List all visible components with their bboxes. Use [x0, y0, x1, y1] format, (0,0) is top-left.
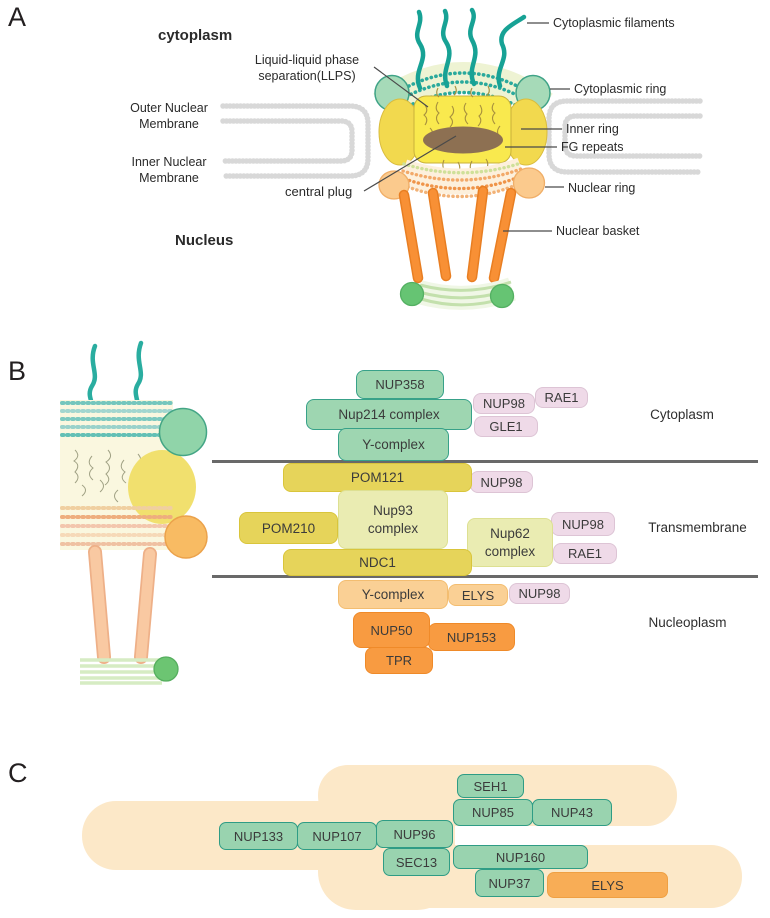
box-nup98-nucleo: NUP98	[509, 583, 570, 604]
mini-yellow-bulge	[128, 450, 196, 524]
nuclear-membrane-left	[220, 103, 371, 179]
label-inner-nuclear-membrane: Inner Nuclear Membrane	[131, 155, 207, 185]
region-label-transmembrane: Transmembrane	[648, 520, 747, 535]
box-nup153: NUP153	[428, 623, 515, 651]
mini-green-ring	[158, 407, 208, 457]
box-nup85: NUP85	[453, 799, 533, 826]
label-cytoplasm: cytoplasm	[158, 27, 233, 44]
box-nup160: NUP160	[453, 845, 588, 869]
npc-illustration	[220, 7, 703, 310]
box-pom210: POM210	[239, 512, 338, 544]
box-nup37: NUP37	[475, 869, 544, 897]
box-nup43: NUP43	[532, 799, 612, 826]
cytoplasmic-filaments-graphic	[414, 7, 527, 91]
label-outer-nuclear-membrane: Outer Nuclear Membrane	[130, 101, 208, 131]
mini-distal-ring	[80, 658, 162, 685]
mini-squiggles	[73, 449, 142, 503]
label-llps: Liquid-liquid phase separation(LLPS)	[254, 53, 360, 83]
npc-mini-illustration	[60, 340, 208, 685]
box-nup93-complex: Nup93 complex	[338, 490, 448, 549]
box-tpr: TPR	[365, 647, 433, 674]
distal-ring-graphic	[399, 277, 516, 310]
mini-distal-green	[153, 656, 179, 682]
box-y-complex-nucleo: Y-complex	[338, 580, 448, 609]
box-nup358: NUP358	[356, 370, 444, 399]
label-nuclear-ring: Nuclear ring	[568, 181, 636, 195]
pointer-lines	[363, 22, 570, 232]
nuclear-membrane-right	[546, 98, 703, 175]
nuclear-basket-rods	[398, 185, 517, 284]
box-seh1: SEH1	[457, 774, 524, 798]
central-plug-graphic	[423, 126, 503, 154]
box-nup98-cyto: NUP98	[473, 393, 535, 414]
divider-line-bottom	[212, 575, 758, 578]
box-nup133: NUP133	[219, 822, 298, 850]
label-cytoplasmic-ring: Cytoplasmic ring	[574, 82, 667, 96]
box-elys-b: ELYS	[448, 584, 508, 606]
label-nuclear-basket: Nuclear basket	[556, 224, 640, 238]
box-nup214-complex: Nup214 complex	[306, 399, 472, 430]
box-nup62-complex: Nup62 complex	[467, 518, 553, 567]
fg-repeats-squiggles	[423, 85, 501, 175]
panel-a-letter: A	[8, 2, 27, 32]
box-rae1-nup62: RAE1	[553, 543, 617, 564]
mini-filaments	[87, 340, 144, 413]
region-label-nucleoplasm: Nucleoplasm	[648, 615, 727, 630]
label-nucleus: Nucleus	[175, 232, 234, 249]
box-y-complex-cyto: Y-complex	[338, 428, 449, 461]
label-inner-ring: Inner ring	[566, 122, 619, 136]
box-nup96: NUP96	[376, 820, 453, 848]
box-ndc1: NDC1	[283, 549, 472, 576]
box-nup98-pom121: NUP98	[470, 471, 533, 493]
mini-bottom-stripes	[60, 506, 173, 546]
panel-c-letter: C	[8, 758, 28, 788]
region-label-cytoplasm: Cytoplasm	[650, 407, 714, 422]
mini-basket-rods	[88, 545, 157, 664]
box-sec13: SEC13	[383, 848, 450, 876]
box-nup50: NUP50	[353, 612, 430, 648]
box-nup107: NUP107	[297, 822, 377, 850]
box-nup98-nup62: NUP98	[551, 512, 615, 536]
inner-ring-graphic	[378, 85, 548, 175]
box-gle1: GLE1	[474, 416, 538, 437]
label-cytoplasmic-filaments: Cytoplasmic filaments	[553, 16, 675, 30]
label-central-plug: central plug	[285, 184, 353, 199]
mini-top-stripes	[60, 401, 173, 437]
box-rae1-cyto: RAE1	[535, 387, 588, 408]
label-fg-repeats: FG repeats	[561, 140, 624, 154]
box-pom121: POM121	[283, 463, 472, 492]
mini-orange-ring	[164, 515, 208, 559]
box-elys-c: ELYS	[547, 872, 668, 898]
panel-b-letter: B	[8, 356, 27, 386]
divider-line-top	[212, 460, 758, 463]
